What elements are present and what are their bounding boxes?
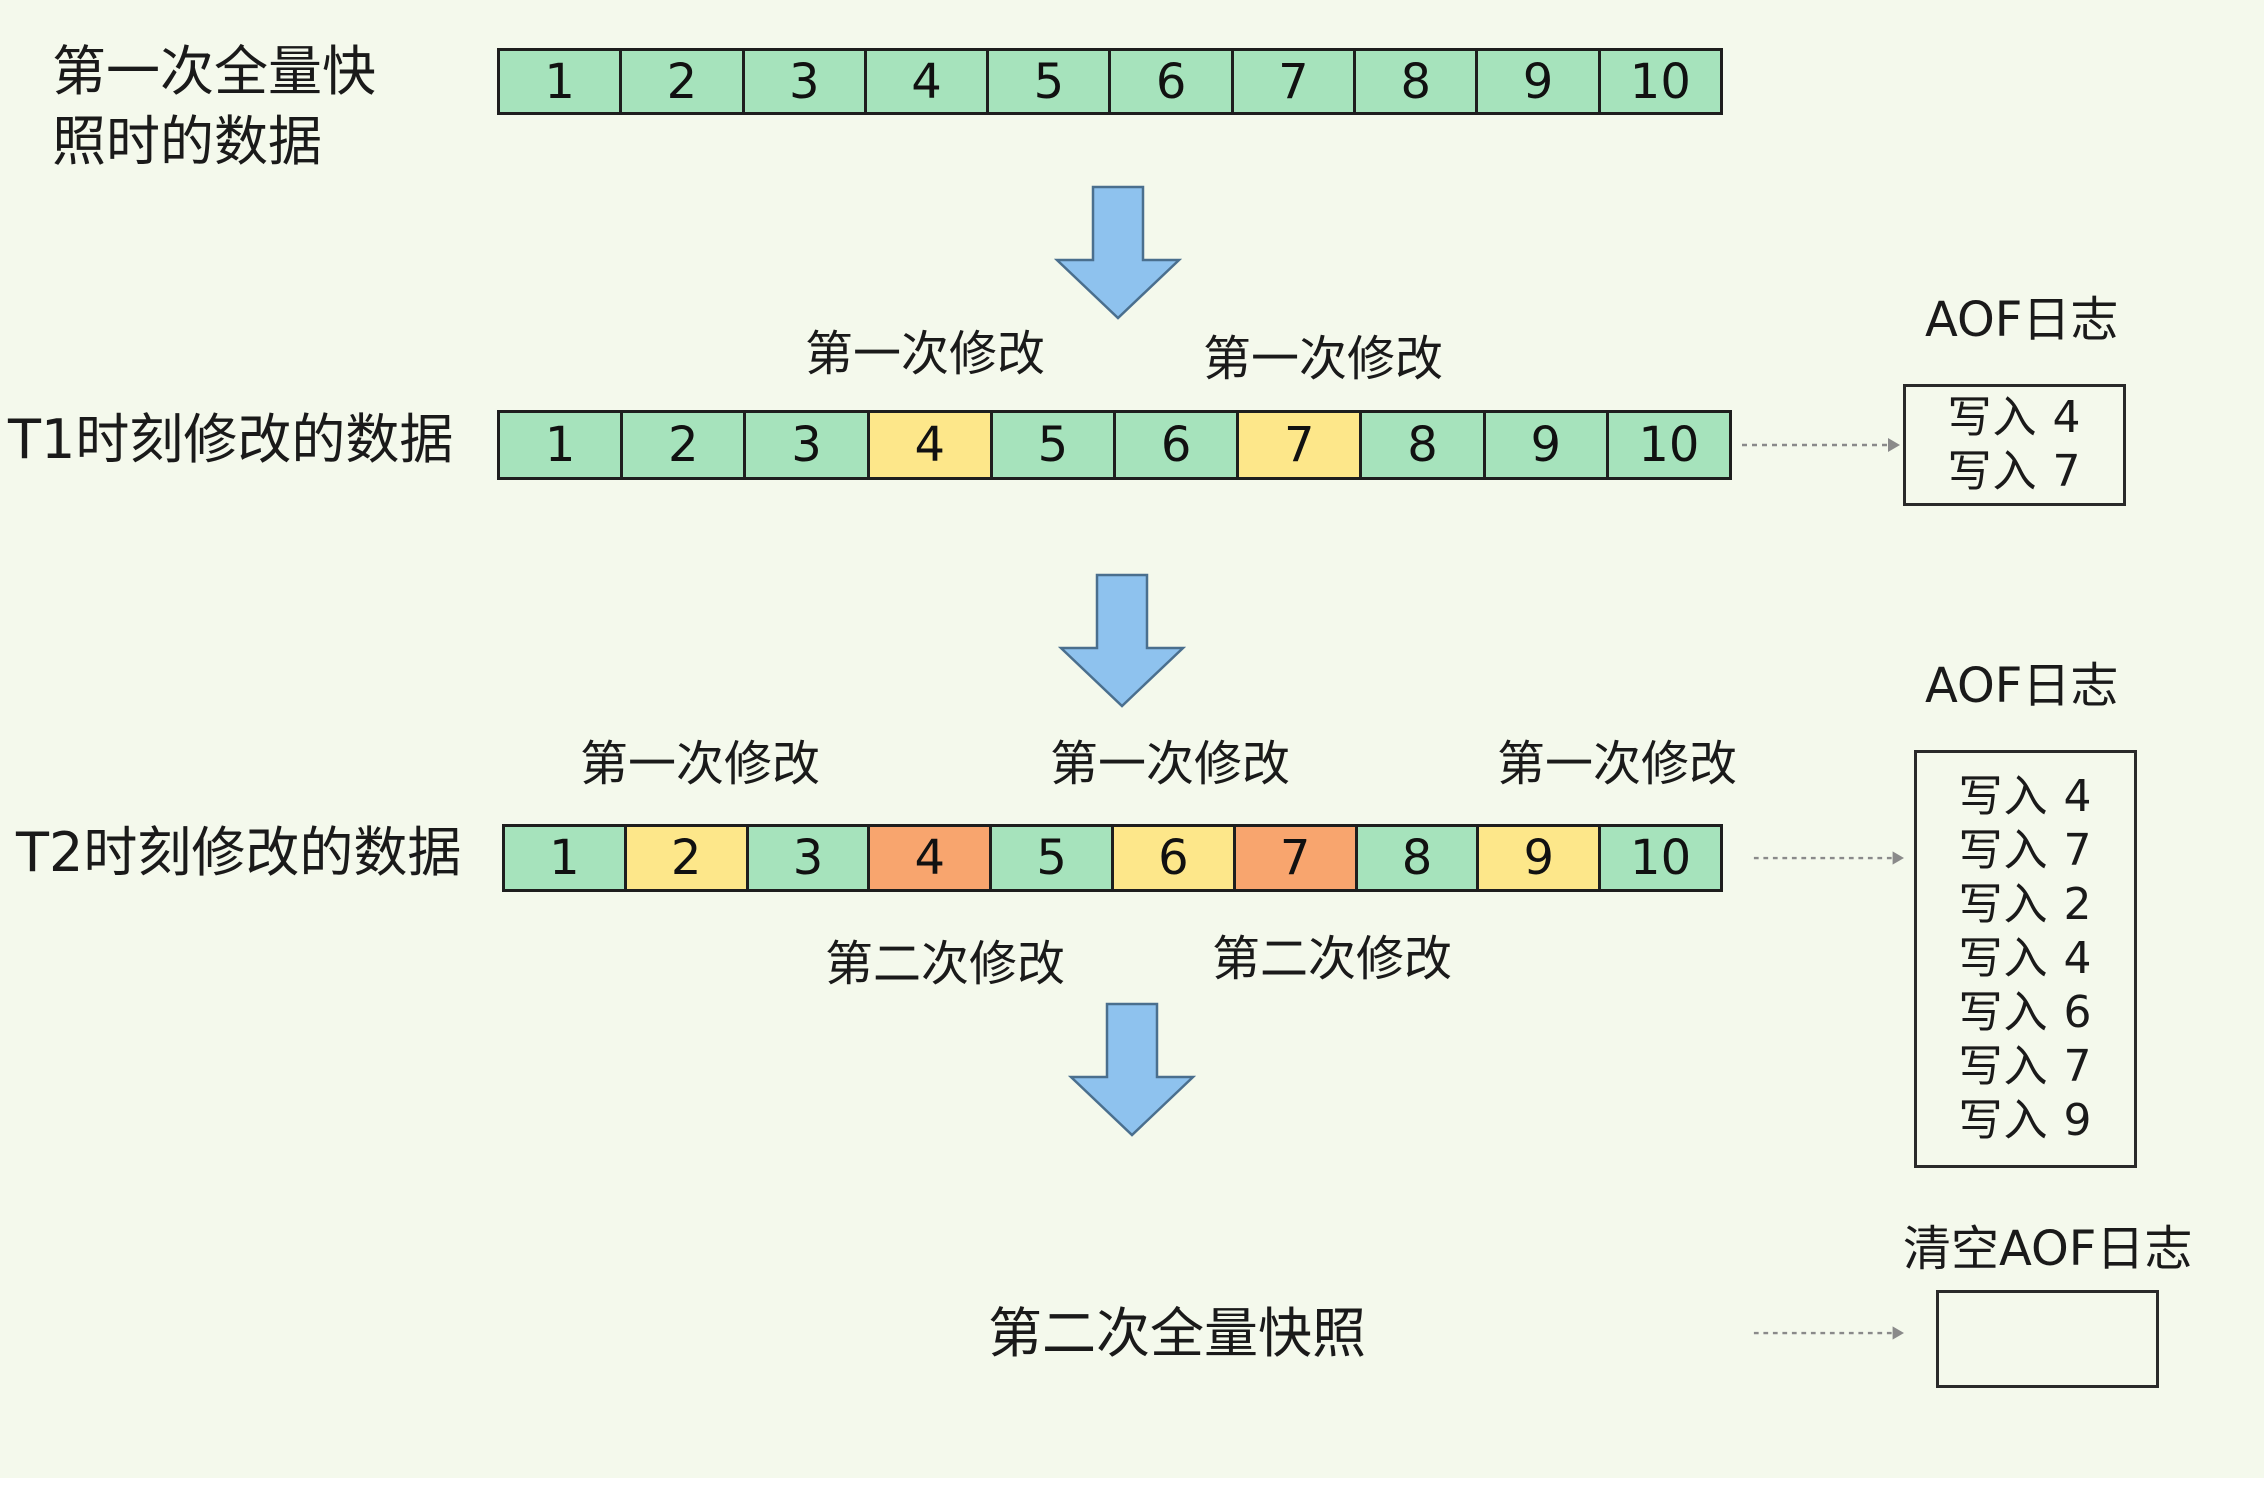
data-cell: 4	[870, 827, 993, 889]
t1-row-label: T1时刻修改的数据	[8, 408, 454, 471]
data-cell: 3	[746, 413, 870, 477]
dotted-right-arrow-icon	[1753, 1326, 1904, 1340]
aof-log-entry: 写入 2	[1958, 879, 2093, 930]
t2-aof-title: AOF日志	[1925, 658, 2119, 714]
data-cell: 6	[1116, 413, 1240, 477]
data-cell: 1	[500, 413, 624, 477]
t2-row-label: T2时刻修改的数据	[16, 821, 462, 884]
data-cell: 9	[1479, 827, 1602, 889]
snapshot1-label-line1: 第一次全量快	[52, 40, 376, 103]
data-cell: 2	[626, 827, 749, 889]
data-cell: 5	[992, 827, 1114, 889]
data-cell: 7	[1233, 51, 1357, 112]
t1-mod-label: 第一次修改	[805, 326, 1046, 382]
data-cell: 7	[1239, 413, 1363, 477]
t2-first-mod-label: 第一次修改	[1497, 736, 1738, 792]
data-cell: 10	[1601, 827, 1720, 889]
data-cell: 8	[1362, 413, 1486, 477]
aof-log-entry: 写入 9	[1958, 1095, 2093, 1146]
data-cell: 9	[1478, 51, 1601, 112]
aof-log-entry: 写入 7	[1958, 1041, 2093, 1092]
data-cell: 1	[500, 51, 623, 112]
aof-log-entry: 写入 7	[1958, 825, 2093, 876]
t2-second-mod-label: 第二次修改	[1212, 931, 1453, 987]
data-cell: 4	[869, 413, 993, 477]
aof-log-entry: 写入 7	[1947, 446, 2082, 497]
data-cell: 6	[1111, 51, 1234, 112]
snapshot2-label: 第二次全量快照	[988, 1302, 1366, 1365]
data-cell: 6	[1113, 827, 1236, 889]
t1-aof-title: AOF日志	[1925, 292, 2119, 348]
aof-log-entry: 写入 4	[1947, 392, 2082, 443]
t2-second-mod-label: 第二次修改	[825, 936, 1066, 992]
t2-first-mod-label: 第一次修改	[580, 736, 821, 792]
snapshot1-label-line2: 照时的数据	[52, 110, 322, 173]
data-cell: 9	[1485, 413, 1609, 477]
t2-first-mod-label: 第一次修改	[1050, 736, 1291, 792]
down-arrow-icon	[1067, 1002, 1197, 1137]
data-cell: 3	[748, 827, 871, 889]
data-cell: 1	[505, 827, 627, 889]
data-cell: 10	[1608, 413, 1730, 477]
data-cell: 4	[866, 51, 990, 112]
data-cell: 5	[992, 413, 1117, 477]
dotted-right-arrow-icon	[1742, 438, 1900, 452]
snapshot2-empty-aof-log-box	[1936, 1290, 2159, 1388]
aof-log-entry: 写入 4	[1958, 933, 2093, 984]
data-cell: 3	[744, 51, 867, 112]
aof-log-entry: 写入 6	[1958, 987, 2093, 1038]
data-cell: 2	[623, 413, 747, 477]
data-cell: 7	[1235, 827, 1358, 889]
data-cell: 2	[622, 51, 745, 112]
down-arrow-icon	[1053, 185, 1183, 320]
down-arrow-icon	[1057, 573, 1187, 708]
dotted-right-arrow-icon	[1753, 851, 1904, 865]
data-cell: 5	[989, 51, 1112, 112]
data-cell: 8	[1357, 827, 1480, 889]
snapshot2-aof-title: 清空AOF日志	[1903, 1221, 2193, 1277]
aof-log-entry: 写入 4	[1958, 771, 2093, 822]
data-cell: 10	[1600, 51, 1720, 112]
data-cell: 8	[1356, 51, 1479, 112]
t1-mod-label: 第一次修改	[1203, 331, 1444, 387]
